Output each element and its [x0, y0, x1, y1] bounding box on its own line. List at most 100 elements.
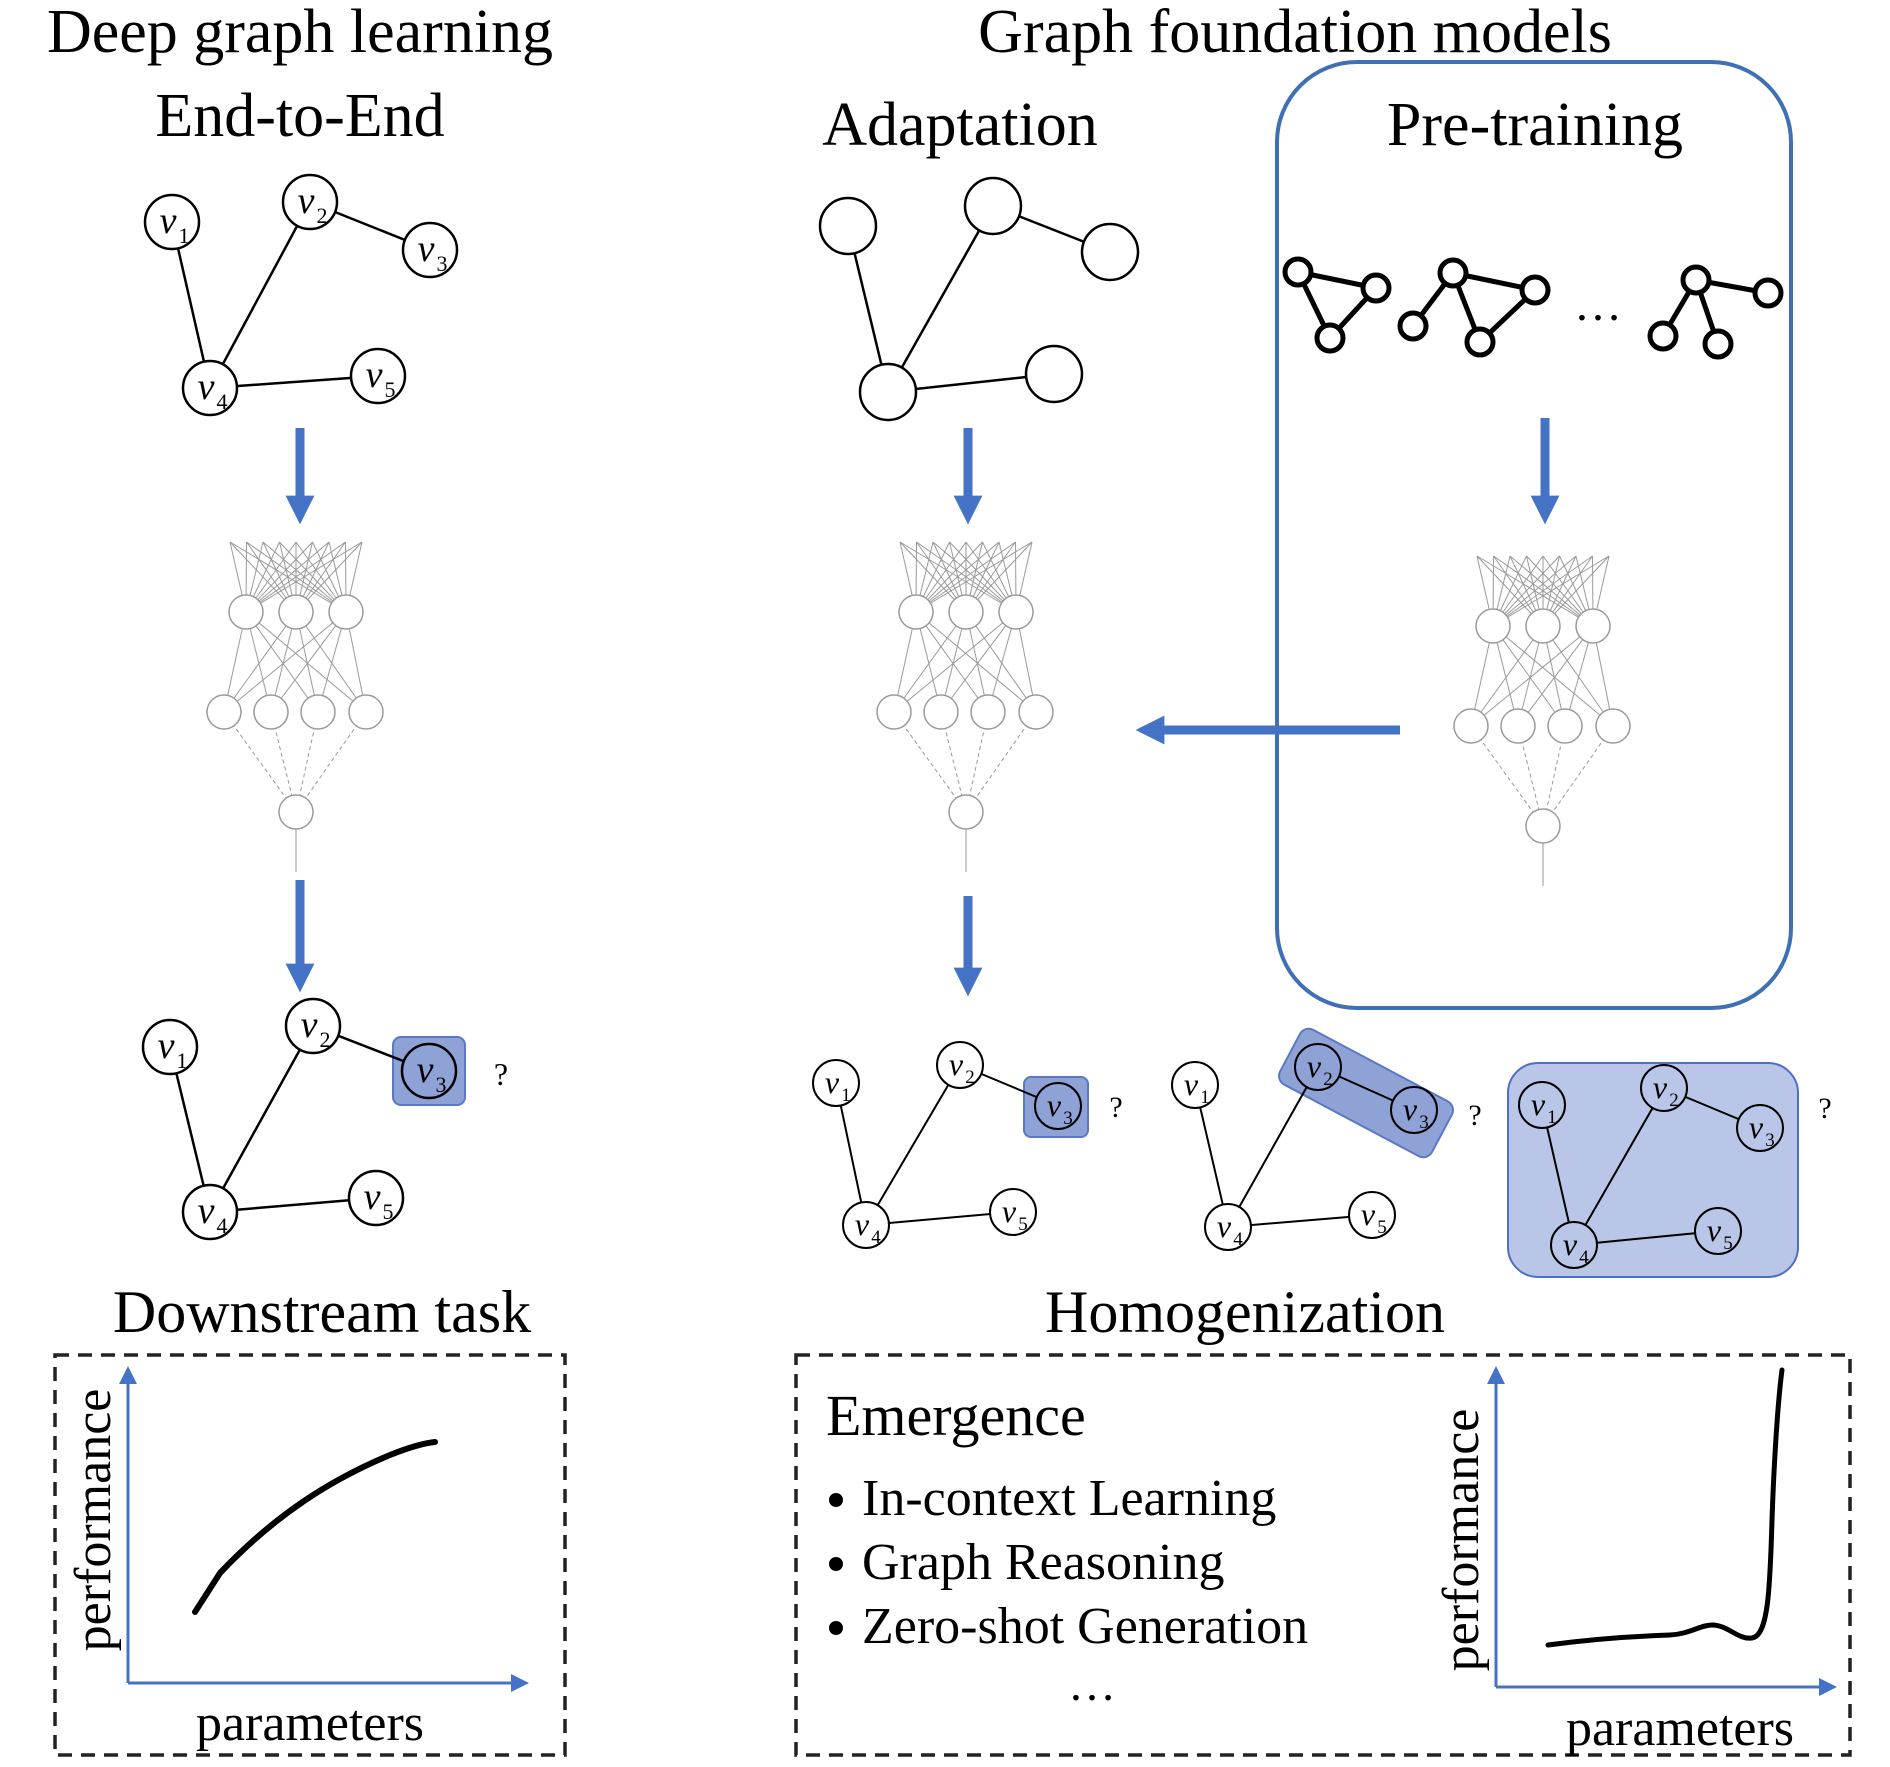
- emergence-ellipsis: …: [1068, 1658, 1116, 1711]
- dashed-box: [794, 1353, 1852, 1757]
- neural-network-icon: [206, 541, 384, 872]
- graph-node-v3: v 3: [1034, 1082, 1082, 1130]
- adaptation-title: Adaptation: [822, 91, 1098, 159]
- svg-text:v: v: [1047, 1087, 1062, 1123]
- downstream-task-label: Downstream task: [113, 1279, 531, 1345]
- left-title-line1: Deep graph learning: [47, 0, 553, 66]
- output-graph-node-task: v 1 v 2 v 3 v 4 v 5 ?: [812, 1041, 1123, 1249]
- graph-node-v5: v 5: [1348, 1191, 1396, 1239]
- left-input-graph: v 1 v 2 v 3 v 4 v 5: [143, 173, 459, 417]
- graph-node-v4: v 4: [842, 1201, 890, 1249]
- neural-network-icon: [876, 541, 1054, 872]
- small-graph-3: [1647, 264, 1784, 360]
- emergence-item-1: In-context Learning: [862, 1470, 1276, 1527]
- graph-node-v5: v 5: [989, 1188, 1037, 1236]
- question-mark: ?: [494, 1056, 508, 1092]
- svg-text:5: 5: [385, 377, 396, 402]
- svg-text:4: 4: [217, 389, 228, 414]
- right-title: Graph foundation models: [978, 0, 1612, 66]
- svg-text:v: v: [1403, 1091, 1418, 1127]
- graph-node-v4: v 4: [181, 1183, 239, 1241]
- graph-node-v4: v 4: [1550, 1221, 1598, 1269]
- emergence-curve: [1545, 1367, 1785, 1648]
- emergence-list: In-context Learning Graph Reasoning Zero…: [829, 1470, 1308, 1711]
- emergence-item-2: Graph Reasoning: [862, 1534, 1224, 1591]
- graph-node-v3: v 3: [401, 221, 459, 279]
- pretraining-graphs: [1282, 256, 1784, 360]
- adaptation-input-graph: [818, 176, 1140, 422]
- x-axis-label: parameters: [1566, 1700, 1794, 1757]
- svg-text:3: 3: [1419, 1112, 1429, 1133]
- question-mark: ?: [1468, 1099, 1481, 1132]
- graph-node-v3: v 3: [1390, 1086, 1438, 1134]
- svg-text:v: v: [1184, 1066, 1199, 1102]
- svg-text:v: v: [366, 354, 383, 396]
- svg-text:2: 2: [320, 1027, 331, 1052]
- pretraining-ellipsis: …: [1574, 278, 1622, 331]
- output-graph-edge-task: v 1 v 2 v 3 v 4 v 5 ?: [1171, 1027, 1482, 1251]
- graph-node-v4: v 4: [1204, 1203, 1252, 1251]
- svg-text:v: v: [418, 228, 435, 270]
- svg-text:v: v: [1563, 1226, 1578, 1262]
- x-axis-label: parameters: [196, 1695, 424, 1752]
- graph-node-v2: v 2: [1294, 1043, 1342, 1091]
- svg-text:v: v: [198, 366, 215, 408]
- svg-text:v: v: [949, 1046, 964, 1082]
- svg-text:4: 4: [1233, 1229, 1243, 1250]
- graph-node-v2: v 2: [936, 1041, 984, 1089]
- svg-text:3: 3: [1063, 1108, 1073, 1129]
- svg-text:v: v: [1002, 1193, 1017, 1229]
- svg-text:3: 3: [1765, 1130, 1775, 1151]
- svg-text:1: 1: [177, 1048, 188, 1073]
- bullet-icon: [829, 1557, 843, 1571]
- svg-text:v: v: [855, 1206, 870, 1242]
- graph-node-v3: v 3: [1736, 1104, 1784, 1152]
- svg-text:v: v: [298, 180, 315, 222]
- graph-node-v2: v 2: [281, 173, 339, 231]
- graph-node-v5: v 5: [349, 347, 407, 405]
- svg-text:v: v: [1307, 1048, 1322, 1084]
- svg-text:1: 1: [179, 223, 190, 248]
- flow-arrows: [285, 418, 1560, 997]
- graph-node-v1: v 1: [812, 1059, 860, 1107]
- left-output-graph: v 1 v 2 v 3 v 4 v 5 ?: [141, 997, 508, 1241]
- svg-text:v: v: [364, 1176, 381, 1218]
- svg-text:v: v: [1531, 1086, 1546, 1122]
- left-title-line2: End-to-End: [155, 82, 444, 150]
- graph-node-v3: v 3: [400, 1042, 458, 1100]
- svg-text:v: v: [158, 1025, 175, 1067]
- svg-text:1: 1: [841, 1085, 851, 1106]
- output-graph-graph-task: v 1 v 2 v 3 v 4 v 5 ?: [1507, 1062, 1832, 1278]
- svg-text:2: 2: [1323, 1069, 1333, 1090]
- svg-text:v: v: [1749, 1109, 1764, 1145]
- svg-text:v: v: [1361, 1196, 1376, 1232]
- graph-node-v4: v 4: [181, 359, 239, 417]
- svg-text:5: 5: [383, 1199, 394, 1224]
- question-mark: ?: [1818, 1092, 1831, 1125]
- svg-text:5: 5: [1377, 1217, 1387, 1238]
- svg-text:2: 2: [1669, 1090, 1679, 1111]
- graph-node-v1: v 1: [1518, 1081, 1566, 1129]
- graph-node-v1: v 1: [141, 1018, 199, 1076]
- downstream-performance-plot: parameters performance: [53, 1353, 567, 1757]
- svg-text:1: 1: [1200, 1087, 1210, 1108]
- emergence-item-3: Zero-shot Generation: [862, 1598, 1308, 1655]
- svg-text:5: 5: [1723, 1233, 1733, 1254]
- bullet-icon: [829, 1493, 843, 1507]
- svg-text:v: v: [825, 1064, 840, 1100]
- neural-network-icon: [1453, 555, 1631, 886]
- pretraining-title: Pre-training: [1387, 91, 1683, 159]
- graph-node-v5: v 5: [347, 1169, 405, 1227]
- svg-text:2: 2: [965, 1067, 975, 1088]
- graph-node-v2: v 2: [284, 997, 342, 1055]
- svg-text:v: v: [160, 200, 177, 242]
- svg-text:v: v: [301, 1004, 318, 1046]
- emergence-box: Emergence In-context Learning Graph Reas…: [794, 1353, 1852, 1757]
- graph-node-v5: v 5: [1694, 1207, 1742, 1255]
- performance-curve: [192, 1439, 438, 1615]
- svg-text:v: v: [198, 1190, 215, 1232]
- svg-text:v: v: [1217, 1208, 1232, 1244]
- graph-node-v1: v 1: [1171, 1061, 1219, 1109]
- svg-text:4: 4: [217, 1213, 228, 1238]
